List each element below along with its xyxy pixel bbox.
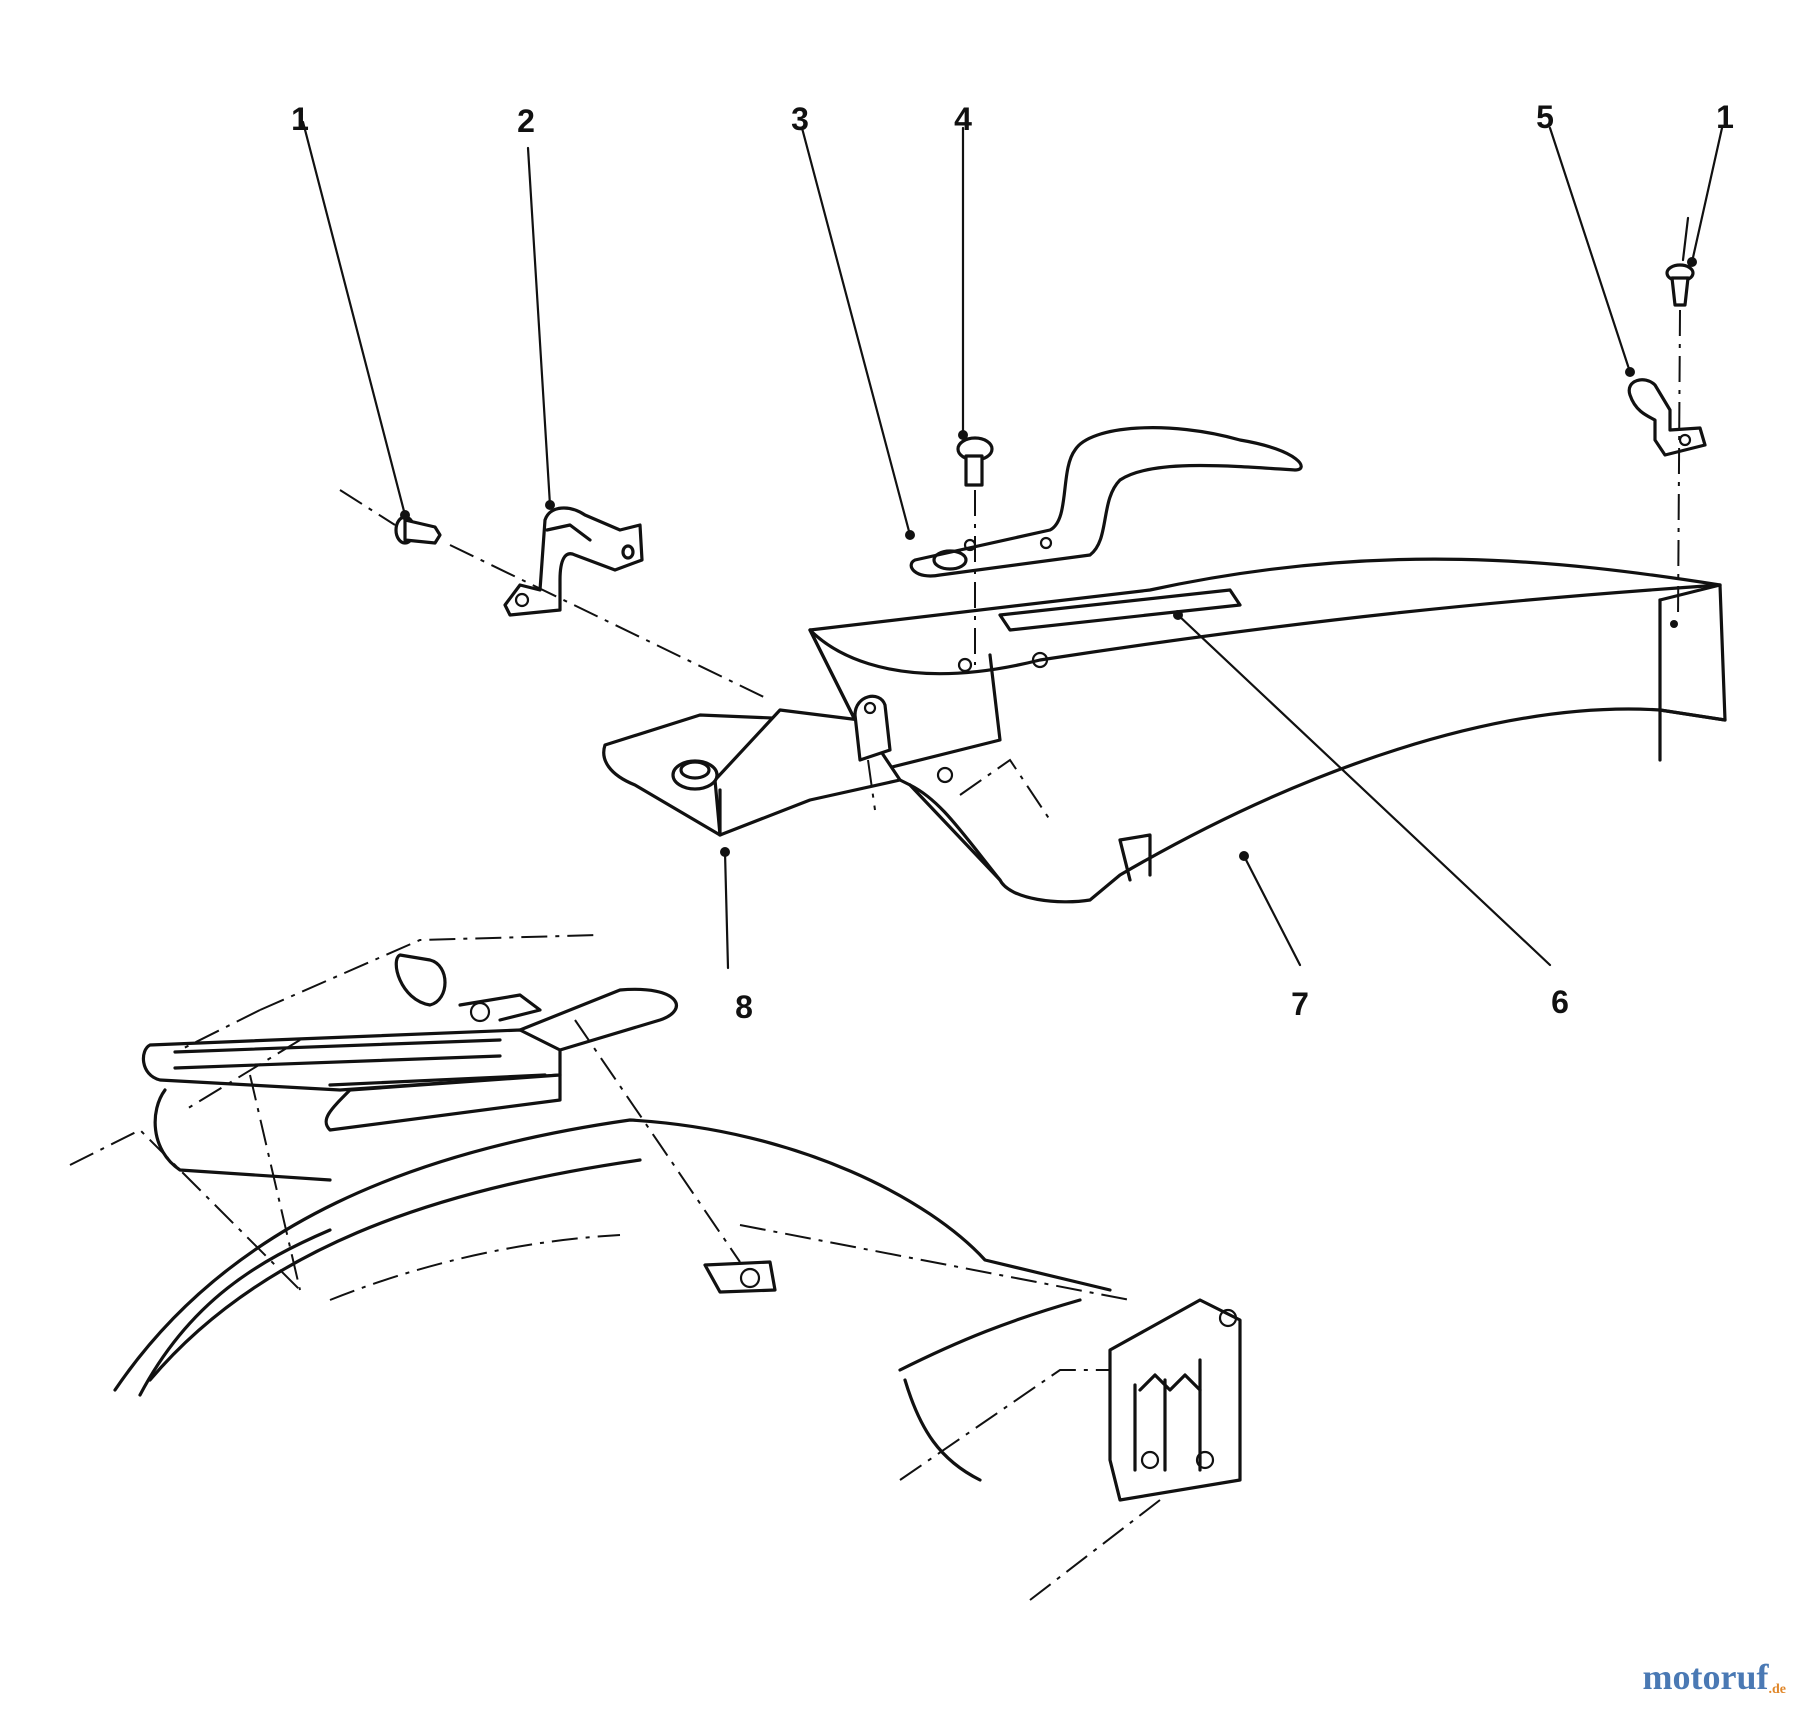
screw [956,436,994,665]
callout-8: 8 [735,989,753,1025]
leader-lines [301,120,1724,970]
handle-clip [1627,378,1707,457]
callout-2: 2 [517,103,535,139]
callout-3: 3 [791,101,809,137]
callout-6: 6 [1551,984,1569,1020]
callouts: 1 2 3 4 5 1 8 7 6 [291,99,1734,1025]
hinge-plate [503,506,644,617]
decal [998,588,1242,632]
watermark-logo: motoruf.de [1642,1657,1786,1697]
callout-4: 4 [954,101,972,137]
mower-deck [69,1118,1242,1601]
rivet-right [1665,216,1695,621]
callout-5: 5 [1536,99,1554,135]
hinge-bracket [602,694,902,837]
callout-1-right: 1 [1716,99,1734,135]
bag-frame [141,934,741,1291]
callout-1-left: 1 [291,101,309,137]
callout-7: 7 [1291,986,1309,1022]
discharge-chute [808,557,1727,904]
rivet-left [339,489,771,701]
